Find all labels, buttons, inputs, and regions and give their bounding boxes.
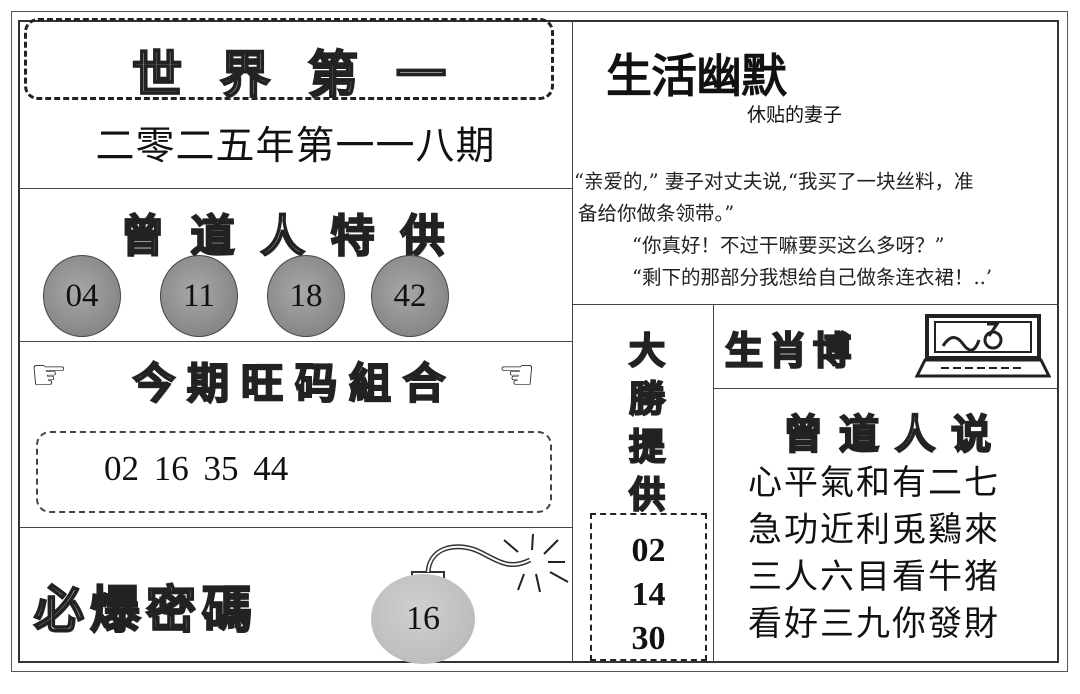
saying-line: 三人六目看牛猪 [748,557,1000,597]
humor-heading: 生活幽默 [606,49,787,103]
section-divider [18,188,572,189]
big-supply-number: 30 [631,620,666,657]
story-line: “剩下的那部分我想给自己做条连衣裙！..’ [632,266,993,289]
title-frame: 世界第一 [24,18,554,105]
section-divider [18,527,572,528]
section-divider [572,304,1059,305]
story-line: “你真好！不过干嘛要买这么多呀？” [632,234,945,257]
story-line: 备给你做条领带。” [578,202,735,225]
computer-icon [914,314,1051,378]
section-divider [713,304,714,663]
pointing-hand-right-icon: ☞ [30,350,68,399]
number-ball: 18 [267,255,345,337]
bomb-icon: 16 [371,574,475,664]
issue-number: 二零二五年第一一八期 [95,124,496,169]
humor-subtitle: 休贴的妻子 [747,104,843,126]
pointing-hand-left-icon: ☜ [498,350,536,399]
big-supply-number: 02 [631,532,666,569]
section-divider [713,388,1059,389]
combo-numbers: 02 16 35 44 [104,449,289,488]
outer-frame [11,11,1068,672]
vertical-heading-char: 提 [628,425,666,469]
section-divider [18,341,572,342]
page-title: 世界第一 [131,44,484,105]
bomb-number: 16 [406,600,440,637]
number-ball: 11 [160,255,238,337]
story-line: “亲爱的,” 妻子对丈夫说,“我买了一块丝料，准 [574,170,974,193]
saying-line: 看好三九你發財 [748,604,1000,644]
combo-frame: 02 16 35 44 [36,431,552,513]
bomb-code-heading: 必爆密碼 [33,579,258,640]
number-ball: 04 [43,255,121,337]
big-supply-numbers-frame: 02 14 30 [590,513,707,661]
saying-line: 心平氣和有二七 [748,463,1000,503]
column-divider [572,20,573,663]
zodiac-heading: 生肖博 [724,327,858,374]
vertical-heading-char: 勝 [628,377,666,421]
saying-line: 急功近利兎鷄來 [748,510,1000,550]
combo-heading: 今期旺码組合 [132,358,457,409]
number-ball: 42 [371,255,449,337]
sayings-heading: 曾道人说 [782,410,1007,459]
special-supply-heading: 曾道人特供 [120,210,471,263]
big-supply-number: 14 [631,576,666,613]
vertical-heading-char: 大 [628,329,666,373]
vertical-heading-char: 供 [628,473,666,517]
